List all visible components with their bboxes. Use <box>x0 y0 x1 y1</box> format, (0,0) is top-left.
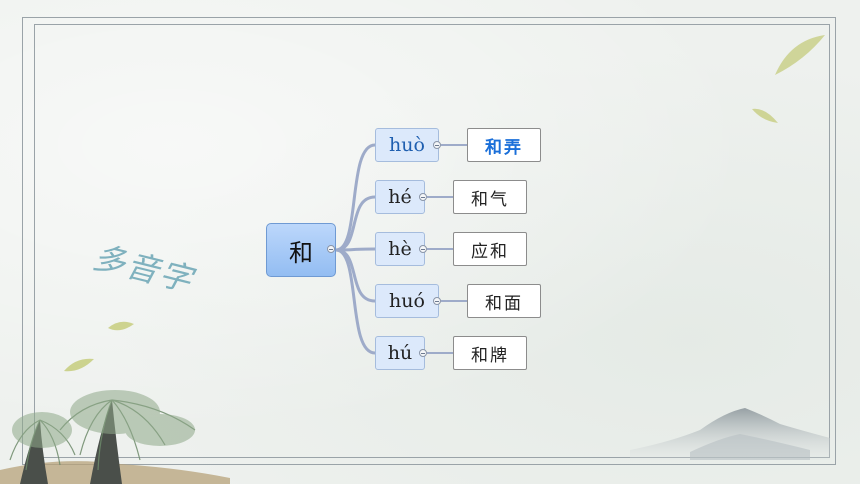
pinyin-node[interactable]: hé <box>375 180 425 214</box>
collapse-toggle[interactable] <box>419 349 427 357</box>
word-node[interactable]: 和弄 <box>467 128 541 162</box>
bamboo-leaf-icon <box>752 108 778 123</box>
branch-connector <box>335 248 376 355</box>
pinyin-node[interactable]: huò <box>375 128 439 162</box>
word-label: 和弄 <box>485 137 523 158</box>
word-node[interactable]: 和气 <box>453 180 527 214</box>
pinyin-label: huó <box>389 290 425 312</box>
branch-connector <box>335 195 376 252</box>
willow-tree-illustration <box>0 390 230 484</box>
bamboo-leaf-icon <box>775 35 825 75</box>
word-label: 和牌 <box>471 345 509 366</box>
collapse-toggle[interactable] <box>419 245 427 253</box>
branch-connector <box>335 143 376 252</box>
pinyin-label: hú <box>387 342 413 364</box>
word-label: 应和 <box>471 241 509 262</box>
word-label: 和气 <box>471 189 509 210</box>
word-node[interactable]: 和面 <box>467 284 541 318</box>
pinyin-label: huò <box>389 134 425 156</box>
inner-frame <box>34 24 830 458</box>
pinyin-node[interactable]: huó <box>375 284 439 318</box>
collapse-toggle[interactable] <box>433 297 441 305</box>
collapse-toggle[interactable] <box>433 141 441 149</box>
outer-frame <box>22 17 836 465</box>
root-collapse-toggle[interactable] <box>327 245 335 253</box>
word-label: 和面 <box>485 293 523 314</box>
pinyin-label: hé <box>388 186 412 208</box>
pinyin-node[interactable]: hú <box>375 336 425 370</box>
word-node[interactable]: 和牌 <box>453 336 527 370</box>
collapse-toggle[interactable] <box>419 193 427 201</box>
bamboo-leaf-icon <box>108 321 134 331</box>
bamboo-leaf-icon <box>64 358 94 372</box>
pinyin-label: hè <box>388 238 412 260</box>
word-node[interactable]: 应和 <box>453 232 527 266</box>
mountain-ink-illustration <box>630 408 830 460</box>
pinyin-node[interactable]: hè <box>375 232 425 266</box>
branch-connector <box>335 248 376 303</box>
root-node-label: 和 <box>289 238 313 267</box>
root-node[interactable]: 和 <box>266 223 336 277</box>
